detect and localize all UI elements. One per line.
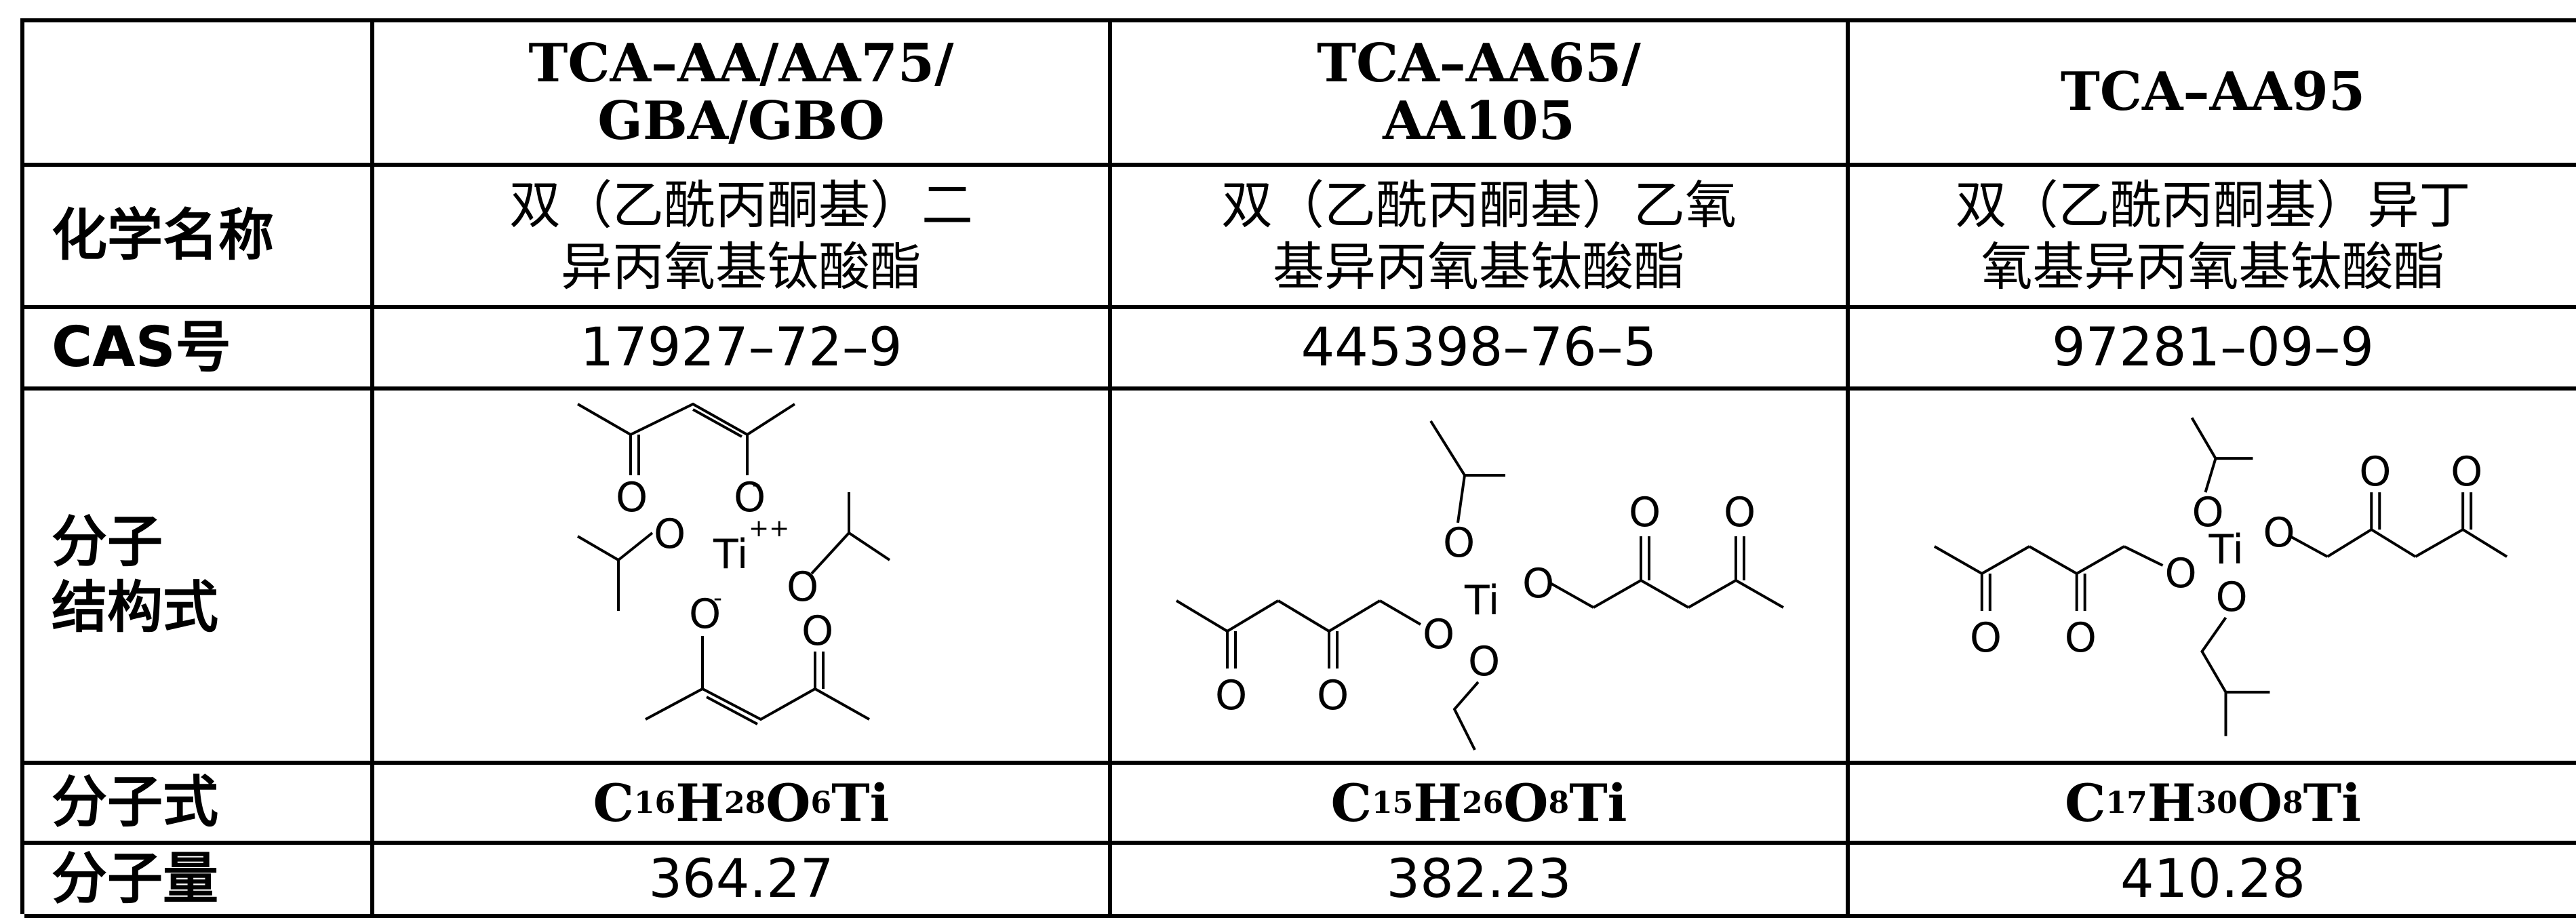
- cas-number-2: 445398–76–5: [1112, 309, 1850, 391]
- chemical-name-2-line1: 双（乙酰丙酮基）乙氧: [1221, 174, 1737, 235]
- molecular-weight-2: 382.23: [1112, 845, 1850, 918]
- atom-ti: Ti: [2208, 526, 2244, 574]
- col-header-1: TCA–AA/AA75/GBA/GBO: [374, 22, 1112, 167]
- cas-number-3: 97281–09–9: [1850, 309, 2576, 391]
- structure-1: O O - Ti ++ O O O - O: [374, 391, 1112, 765]
- cas-number-1: 17927–72–9: [374, 309, 1112, 391]
- atom-o: O: [2215, 574, 2247, 621]
- formula-element: O: [2237, 772, 2282, 833]
- atom-o: O: [616, 474, 648, 521]
- row-label-molecular-formula: 分子式: [24, 765, 374, 845]
- atom-o: O: [2165, 550, 2197, 597]
- atom-o: O: [2192, 489, 2224, 536]
- col-header-3: TCA–AA95: [1850, 22, 2576, 167]
- atom-o: O: [654, 511, 686, 558]
- atom-o: O: [1724, 489, 1756, 536]
- atom-ti: Ti: [713, 531, 748, 578]
- row-label-chemical-name: 化学名称: [24, 167, 374, 309]
- atom-o: O: [1970, 614, 2002, 662]
- structure-2-diagram: O Ti O O O O O O O: [1175, 420, 1784, 751]
- formula-element: O: [766, 772, 811, 833]
- chemical-name-1-line2: 异丙氧基钛酸酯: [561, 237, 922, 297]
- col-header-1-line2: GBA/GBO: [597, 89, 885, 152]
- row-label-structure: 分子结构式: [24, 391, 374, 765]
- structure-1-diagram: O O - Ti ++ O O O - O: [576, 402, 891, 725]
- atom-o: O: [1215, 672, 1247, 719]
- formula-element: Ti: [831, 772, 890, 833]
- formula-element: H: [675, 772, 725, 833]
- chemical-name-3-line1: 双（乙酰丙酮基）异丁: [1955, 174, 2471, 235]
- formula-subscript: 16: [633, 785, 676, 820]
- row-label-structure-line1: 分子: [52, 510, 163, 575]
- atom-o: O: [1629, 489, 1661, 536]
- atom-o: O: [1443, 519, 1475, 567]
- formula-element: H: [1413, 772, 1463, 833]
- formula-subscript: 28: [724, 785, 766, 820]
- corner-cell: [24, 22, 374, 167]
- charge-minus: -: [713, 584, 722, 612]
- atom-o: O: [2451, 448, 2482, 496]
- formula-subscript: 8: [1548, 785, 1570, 820]
- structure-3-diagram: O Ti O O O O O O O: [1933, 417, 2508, 736]
- row-label-structure-line2: 结构式: [52, 576, 219, 640]
- structure-2: O Ti O O O O O O O: [1112, 391, 1850, 765]
- atom-o: O: [1423, 611, 1454, 658]
- formula-subscript: 26: [1462, 785, 1504, 820]
- formula-element: C: [593, 772, 634, 833]
- row-label-cas: CAS号: [24, 309, 374, 391]
- formula-element: H: [2147, 772, 2196, 833]
- molecular-weight-3: 410.28: [1850, 845, 2576, 918]
- atom-o: O: [734, 474, 766, 521]
- atom-o: O: [2065, 614, 2097, 662]
- col-header-2: TCA–AA65/AA105: [1112, 22, 1850, 167]
- chemical-name-3-line2: 氧基异丙氧基钛酸酯: [1981, 237, 2445, 297]
- col-header-1-line1: TCA–AA/AA75/: [528, 33, 954, 95]
- col-header-3-line1: TCA–AA95: [2060, 61, 2366, 123]
- formula-subscript: 17: [2105, 785, 2147, 820]
- product-table: TCA–AA/AA75/GBA/GBO TCA–AA65/AA105 TCA–A…: [20, 18, 2576, 918]
- atom-o: O: [2359, 448, 2391, 496]
- formula-element: Ti: [1569, 772, 1627, 833]
- atom-o: O: [1317, 672, 1349, 719]
- charge-plus: ++: [749, 515, 789, 542]
- chemical-name-2-line2: 基异丙氧基钛酸酯: [1273, 237, 1685, 297]
- atom-ti: Ti: [1464, 577, 1499, 624]
- chemical-name-1-line1: 双（乙酰丙酮基）二: [509, 174, 973, 235]
- chemical-name-2: 双（乙酰丙酮基）乙氧基异丙氧基钛酸酯: [1112, 167, 1850, 309]
- chemical-name-1: 双（乙酰丙酮基）二异丙氧基钛酸酯: [374, 167, 1112, 309]
- formula-subscript: 8: [2282, 785, 2303, 820]
- col-header-2-line2: AA105: [1383, 89, 1575, 152]
- row-label-molecular-weight: 分子量: [24, 845, 374, 918]
- atom-o: O: [1522, 560, 1554, 607]
- formula-element: O: [1503, 772, 1549, 833]
- chemical-name-3: 双（乙酰丙酮基）异丁氧基异丙氧基钛酸酯: [1850, 167, 2576, 309]
- atom-o: O: [2263, 509, 2295, 557]
- formula-subscript: 30: [2196, 785, 2238, 820]
- formula-subscript: 15: [1371, 785, 1414, 820]
- atom-o: O: [1468, 638, 1500, 685]
- structure-3: O Ti O O O O O O O: [1850, 391, 2576, 765]
- atom-o: O: [801, 607, 833, 655]
- atom-o: O: [689, 591, 721, 638]
- formula-element: Ti: [2303, 772, 2362, 833]
- charge-minus: -: [752, 471, 761, 498]
- formula-element: C: [2064, 772, 2106, 833]
- formula-element: C: [1330, 772, 1372, 833]
- col-header-2-line1: TCA–AA65/: [1317, 33, 1641, 95]
- molecular-weight-1: 364.27: [374, 845, 1112, 918]
- formula-subscript: 6: [810, 785, 832, 820]
